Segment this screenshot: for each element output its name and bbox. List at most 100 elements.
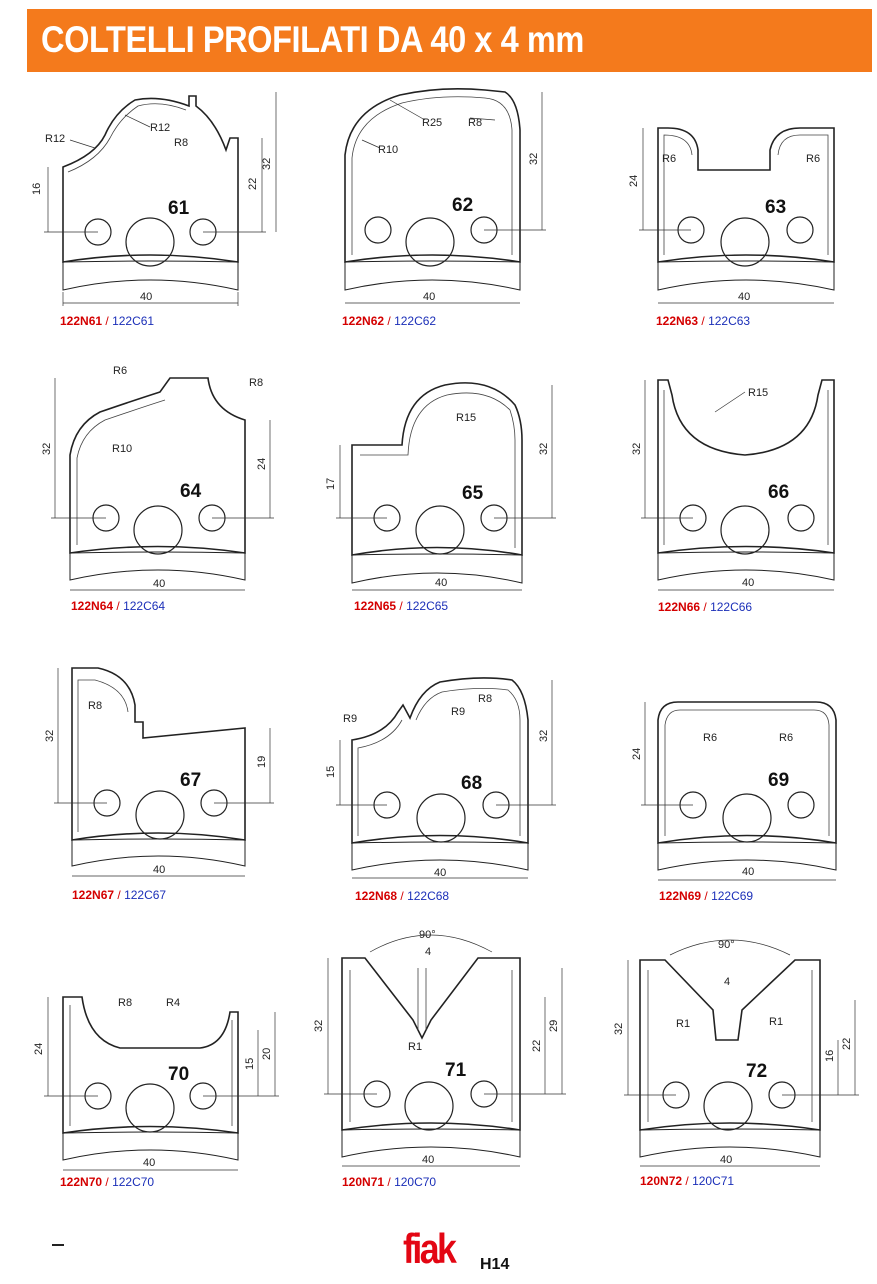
height-dim: 24 [256, 458, 268, 470]
height-dim: 32 [528, 153, 540, 165]
radius-label: R8 [174, 137, 188, 149]
footer-mark [52, 1244, 64, 1246]
width-dim: 40 [435, 577, 447, 589]
angle-label: 90° [718, 939, 735, 951]
fiak-logo: fiak [403, 1225, 457, 1272]
radius-label: R8 [249, 377, 263, 389]
knife-number: 67 [180, 770, 201, 791]
radius-label: R9 [343, 713, 357, 725]
radius-label: R10 [112, 443, 132, 455]
knife-71 [324, 934, 566, 1167]
product-code: 122N65 / 122C65 [354, 599, 448, 613]
knife-68 [336, 677, 556, 879]
radius-label: R6 [779, 732, 793, 744]
height-dim: 32 [631, 443, 643, 455]
height-dim: 15 [244, 1058, 256, 1070]
height-dim: 20 [261, 1048, 273, 1060]
knife-62 [344, 87, 546, 304]
radius-label: R15 [456, 412, 476, 424]
width-dim: 40 [423, 291, 435, 303]
knife-number: 61 [168, 198, 190, 219]
knife-number: 72 [746, 1061, 767, 1082]
product-code: 122N67 / 122C67 [72, 888, 166, 902]
knife-number: 69 [768, 770, 789, 791]
product-code: 122N62 / 122C62 [342, 314, 436, 328]
radius-label: R6 [703, 732, 717, 744]
width-dim: 40 [742, 866, 754, 878]
radius-label: R15 [748, 387, 768, 399]
radius-label: R12 [45, 133, 65, 145]
radius-label: R6 [113, 365, 127, 377]
height-dim: 15 [325, 766, 337, 778]
width-dim: 40 [143, 1157, 155, 1169]
height-dim: 32 [538, 730, 550, 742]
product-code: 122N61 / 122C61 [60, 314, 154, 328]
knife-64 [51, 377, 274, 591]
knife-65 [336, 382, 556, 591]
height-dim: 32 [41, 443, 53, 455]
product-code: 122N70 / 122C70 [60, 1175, 154, 1189]
knife-number: 62 [452, 195, 473, 216]
height-dim: 24 [628, 175, 640, 187]
radius-label: R9 [451, 706, 465, 718]
slot-width-label: 4 [425, 946, 431, 958]
product-code: 122N64 / 122C64 [71, 599, 165, 613]
width-dim: 40 [153, 864, 165, 876]
page-code: H14 [480, 1256, 510, 1273]
knife-61 [44, 92, 277, 306]
width-dim: 40 [738, 291, 750, 303]
radius-label: R8 [478, 693, 492, 705]
radius-label: R1 [769, 1016, 783, 1028]
height-dim: 32 [261, 158, 273, 170]
radius-label: R8 [468, 117, 482, 129]
width-dim: 40 [434, 867, 446, 879]
slot-width-label: 4 [724, 976, 730, 988]
product-code: 120N71 / 120C70 [342, 1175, 436, 1189]
product-code: 120N72 / 120C71 [640, 1174, 734, 1188]
height-dim: 16 [824, 1050, 836, 1062]
height-dim: 29 [548, 1020, 560, 1032]
height-dim: 22 [247, 178, 259, 190]
knife-number: 70 [168, 1064, 189, 1085]
radius-label: R10 [378, 144, 398, 156]
knife-number: 64 [180, 481, 202, 502]
product-code: 122N69 / 122C69 [659, 889, 753, 903]
radius-label: R6 [662, 153, 676, 165]
height-dim: 16 [31, 183, 43, 195]
radius-label: R8 [118, 997, 132, 1009]
width-dim: 40 [140, 291, 152, 303]
width-dim: 40 [720, 1154, 732, 1166]
page-header: COLTELLI PROFILATI DA 40 x 4 mm [27, 9, 872, 72]
radius-label: R4 [166, 997, 180, 1009]
knife-number: 71 [445, 1060, 467, 1081]
knife-66 [641, 379, 835, 591]
width-dim: 40 [153, 578, 165, 590]
height-dim: 22 [531, 1040, 543, 1052]
product-code: 122N66 / 122C66 [658, 600, 752, 614]
knife-72 [624, 939, 859, 1167]
radius-label: R25 [422, 117, 442, 129]
height-dim: 32 [613, 1023, 625, 1035]
knife-number: 63 [765, 197, 786, 218]
radius-label: R6 [806, 153, 820, 165]
width-dim: 40 [422, 1154, 434, 1166]
width-dim: 40 [742, 577, 754, 589]
knife-69 [641, 701, 837, 881]
radius-label: R1 [676, 1018, 690, 1030]
product-code: 122N68 / 122C68 [355, 889, 449, 903]
knife-63 [639, 127, 835, 304]
knife-number: 68 [461, 773, 482, 794]
height-dim: 24 [631, 748, 643, 760]
height-dim: 32 [313, 1020, 325, 1032]
radius-label: R1 [408, 1041, 422, 1053]
knife-67 [54, 667, 274, 877]
knife-70 [44, 996, 279, 1171]
radius-label: R8 [88, 700, 102, 712]
height-dim: 32 [538, 443, 550, 455]
angle-label: 90° [419, 929, 436, 941]
height-dim: 19 [256, 756, 268, 768]
knife-number: 65 [462, 483, 484, 504]
page-title: COLTELLI PROFILATI DA 40 x 4 mm [41, 19, 584, 60]
height-dim: 17 [325, 478, 337, 490]
